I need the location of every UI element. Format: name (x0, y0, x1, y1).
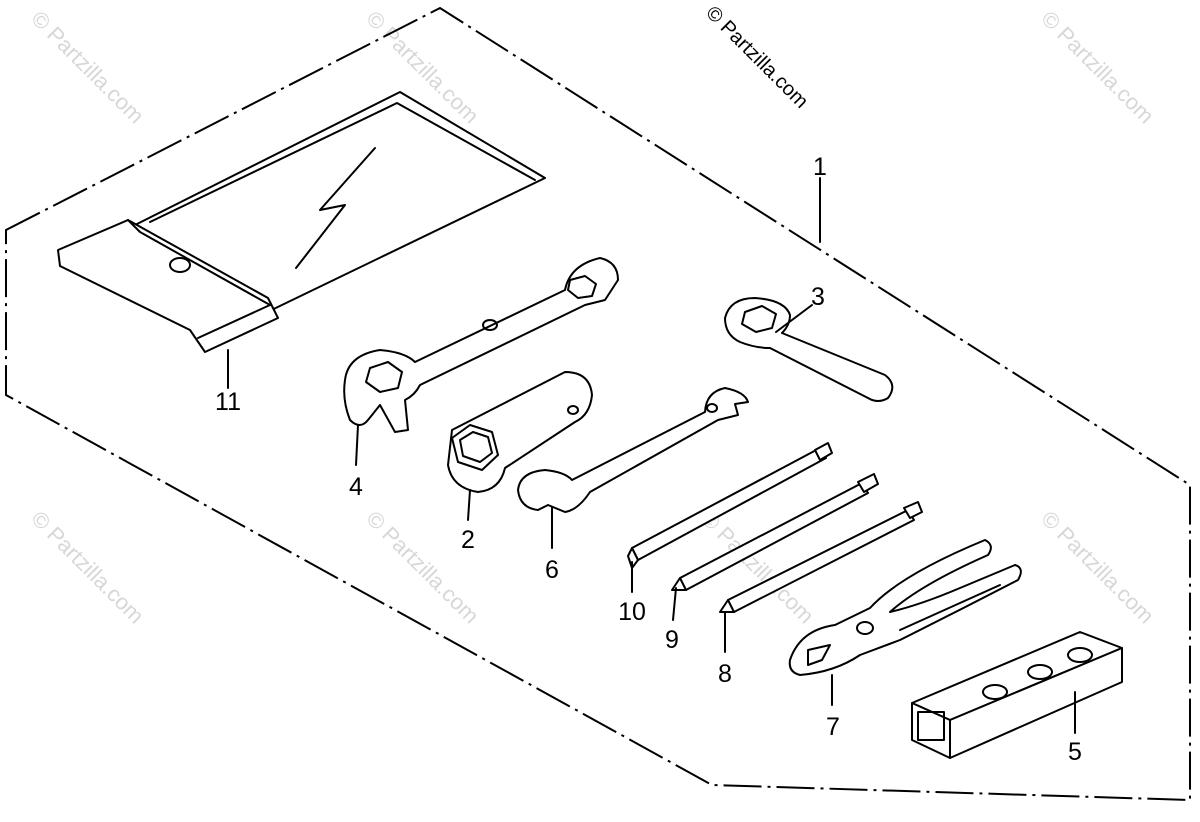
watermark: © Partzilla.com (1036, 6, 1159, 129)
screwdriver (719, 501, 923, 613)
callout-5: 5 (1068, 738, 1082, 766)
leader-lines (227, 177, 1076, 734)
watermark: © Partzilla.com (361, 506, 484, 629)
callout-11: 11 (215, 388, 241, 416)
callout-3: 3 (811, 283, 825, 311)
pin-spanner (724, 297, 894, 402)
pliers (788, 539, 1022, 676)
callout-8: 8 (718, 660, 732, 688)
open-end-wrench (517, 387, 749, 513)
callouts: 1 2 3 4 5 6 7 8 9 10 11 (215, 153, 1082, 766)
callout-7: 7 (826, 713, 840, 741)
tool-bag (57, 91, 546, 353)
tool-kit-outline (5, 6, 1191, 802)
watermark: © Partzilla.com (26, 506, 149, 629)
extension-bar (911, 631, 1123, 759)
credit-label: © Partzilla.com (701, 2, 812, 113)
callout-2: 2 (461, 526, 475, 554)
callout-1: 1 (813, 153, 827, 181)
callout-9: 9 (665, 626, 679, 654)
box-socket (447, 371, 593, 493)
phillips-screwdriver (671, 473, 879, 591)
callout-10: 10 (618, 598, 646, 626)
flat-screwdriver (627, 442, 833, 569)
callout-4: 4 (349, 473, 363, 501)
box-wrench (343, 257, 619, 433)
callout-6: 6 (545, 556, 559, 584)
watermark: © Partzilla.com (26, 6, 149, 129)
watermark: © Partzilla.com (1036, 506, 1159, 629)
